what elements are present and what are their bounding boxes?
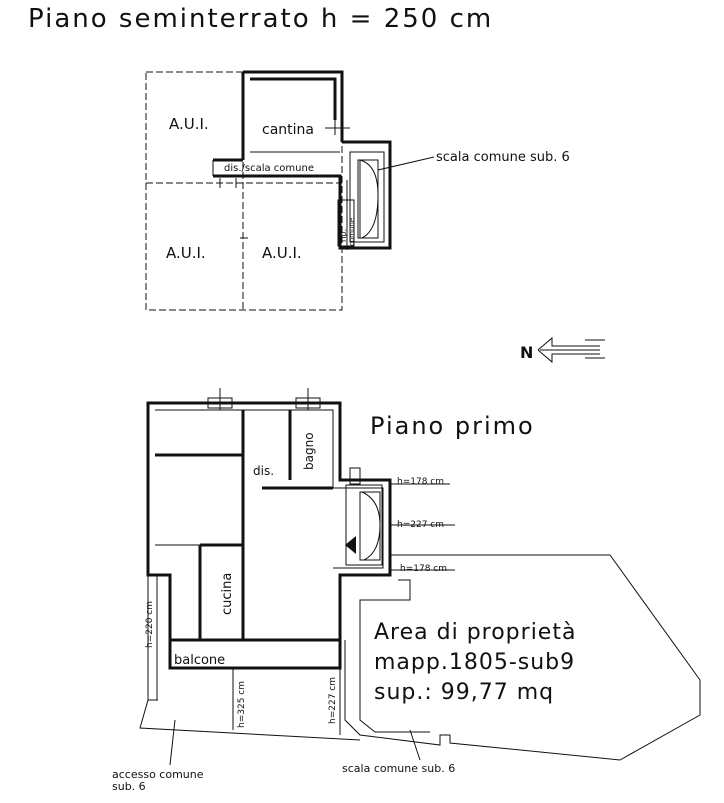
balcone-wall — [168, 640, 342, 670]
stair-arrow-icon — [345, 536, 356, 554]
stair-curve — [359, 159, 379, 239]
aui-bottom-right-label: A.U.I. — [262, 244, 302, 262]
accesso-sub-label: sub. 6 — [112, 780, 146, 793]
rip-label: rip. — [339, 229, 348, 242]
bagno-label: bagno — [302, 432, 316, 470]
seminterrato-plan: A.U.I. cantina dis./scala comune A.U.I. … — [145, 70, 570, 311]
primo-outer-wall — [146, 401, 392, 642]
h178-top-label: h=178 cm — [397, 477, 444, 487]
stair-top-door — [349, 467, 361, 485]
aui-top-left-label: A.U.I. — [169, 115, 209, 133]
h227-bottom-label: h=227 cm — [328, 677, 338, 724]
property-inner-path — [359, 579, 430, 733]
comune-label: comune — [348, 218, 356, 246]
cantina-walls — [241, 70, 344, 160]
balcone-label: balcone — [174, 653, 225, 668]
accesso-leader — [169, 719, 176, 766]
primo-inner-wall — [155, 409, 384, 569]
north-arrow-icon — [537, 336, 600, 364]
aui-dashed-outline — [145, 71, 343, 311]
ground-line — [139, 575, 361, 741]
stair-primo-inner — [359, 491, 381, 561]
seminterrato-title: Piano seminterrato h = 250 cm — [28, 4, 494, 34]
stair-box — [349, 151, 385, 243]
scala-leader-line — [377, 156, 435, 171]
north-arrow: N — [520, 336, 605, 364]
accesso-comune-label: accesso comune — [112, 768, 204, 781]
area-line-2: mapp.1805-sub9 — [374, 650, 576, 675]
stair-primo-curve — [361, 491, 381, 561]
h227-right-label: h=227 cm — [397, 520, 444, 530]
h178-bottom-label: h=178 cm — [400, 564, 447, 574]
primo-plan: bagno dis. cucina balcone h=178 cm h=227… — [112, 388, 701, 793]
aui-bottom-left-label: A.U.I. — [166, 244, 206, 262]
area-line-3: sup.: 99,77 mq — [374, 680, 555, 705]
rip-comune-box — [337, 199, 355, 247]
dis-scala-label: dis./scala comune — [224, 163, 314, 174]
stair-inner — [357, 159, 379, 239]
area-line-1: Area di proprietà — [374, 620, 577, 645]
property-area-outline — [344, 554, 701, 761]
scala-bottom-leader — [409, 729, 421, 761]
h325-label: h=325 cm — [237, 681, 247, 728]
dis-label: dis. — [253, 464, 274, 478]
stair-primo-box — [345, 484, 383, 566]
north-label: N — [520, 343, 533, 362]
scala-comune-label-top: scala comune sub. 6 — [436, 150, 570, 165]
piano-primo-title: Piano primo — [370, 412, 535, 440]
h220-label: h=220 cm — [145, 601, 155, 648]
corridor-walls — [213, 140, 392, 250]
scala-comune-bottom-label: scala comune sub. 6 — [342, 762, 455, 775]
cantina-label: cantina — [262, 122, 314, 138]
cucina-label: cucina — [220, 573, 235, 615]
